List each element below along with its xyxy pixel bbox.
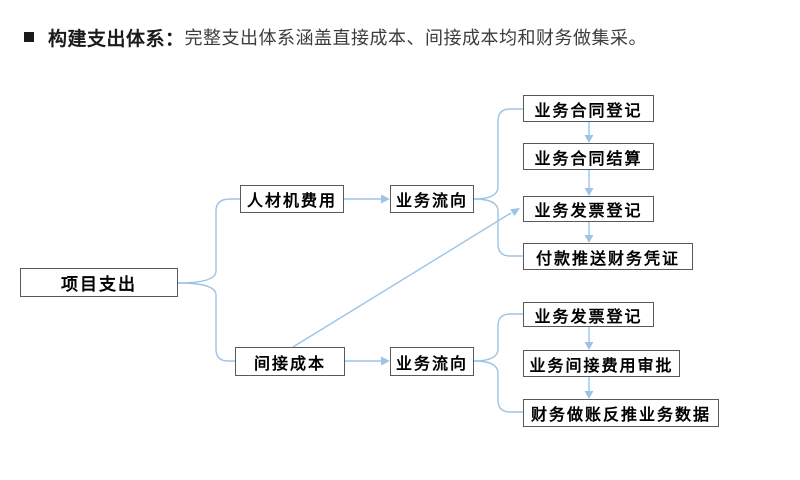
node-invoice-register-bottom-label: 业务发票登记 (534, 308, 643, 326)
arrowhead-finance-reverse (584, 391, 594, 399)
arrowhead-indirect-approval (584, 342, 594, 350)
arrowhead-payment-voucher (584, 235, 594, 243)
edge-flowtop-to-contract-register (473, 108, 523, 200)
node-indirect-cost: 间接成本 (235, 347, 345, 376)
node-flow-top-label: 业务流向 (395, 193, 468, 210)
arrowhead-invoice-top (584, 188, 594, 196)
bullet-square-icon (24, 32, 34, 42)
node-contract-settle-label: 业务合同结算 (534, 150, 643, 168)
node-business-flow-bottom: 业务流向 (390, 347, 474, 376)
node-indirect-cost-label: 间接成本 (253, 355, 326, 373)
section-header: 构建支出体系： 完整支出体系涵盖直接成本、间接成本均和财务做集采。 (24, 20, 784, 54)
edge-root-to-indirect (177, 282, 235, 362)
node-project-expense: 项目支出 (20, 268, 178, 297)
node-flow-bottom-label: 业务流向 (395, 355, 468, 373)
edge-indirect-to-invoice-top-diagonal (292, 212, 512, 348)
arrowhead-contract-settle (584, 135, 594, 143)
edge-flowbottom-to-invoice-bottom (473, 313, 523, 362)
arrowhead-labor-flowtop (381, 194, 390, 204)
node-invoice-register-top: 业务发票登记 (523, 196, 654, 222)
header-title-rest: 完整支出体系涵盖直接成本、间接成本均和财务做集采。 (184, 28, 648, 48)
arrowhead-diagonal (510, 208, 520, 217)
node-business-flow-top: 业务流向 (390, 185, 474, 213)
edge-flowtop-to-payment-voucher (473, 198, 523, 257)
node-labor-cost-label: 人材机费用 (246, 193, 337, 210)
node-labor-material-machine-cost: 人材机费用 (240, 185, 344, 213)
edge-flowbottom-to-finance-reverse (473, 360, 523, 413)
edge-root-to-labor (177, 198, 240, 284)
node-payment-voucher: 付款推送财务凭证 (523, 243, 693, 270)
arrowhead-indirect-flowbottom (381, 356, 390, 366)
node-contract-register-label: 业务合同登记 (534, 102, 643, 120)
node-contract-settle: 业务合同结算 (523, 143, 654, 170)
node-indirect-fee-approval-label: 业务间接费用审批 (529, 357, 674, 375)
node-contract-register: 业务合同登记 (523, 95, 654, 122)
header-title-bold: 构建支出体系： (48, 28, 185, 50)
node-finance-reverse-data: 财务做账反推业务数据 (523, 399, 719, 427)
node-indirect-fee-approval: 业务间接费用审批 (523, 350, 680, 377)
node-invoice-register-top-label: 业务发票登记 (534, 203, 643, 220)
node-payment-voucher-label: 付款推送财务凭证 (535, 250, 680, 268)
node-invoice-register-bottom: 业务发票登记 (523, 302, 654, 327)
node-project-expense-label: 项目支出 (61, 275, 137, 294)
node-finance-reverse-data-label: 财务做账反推业务数据 (530, 407, 711, 424)
